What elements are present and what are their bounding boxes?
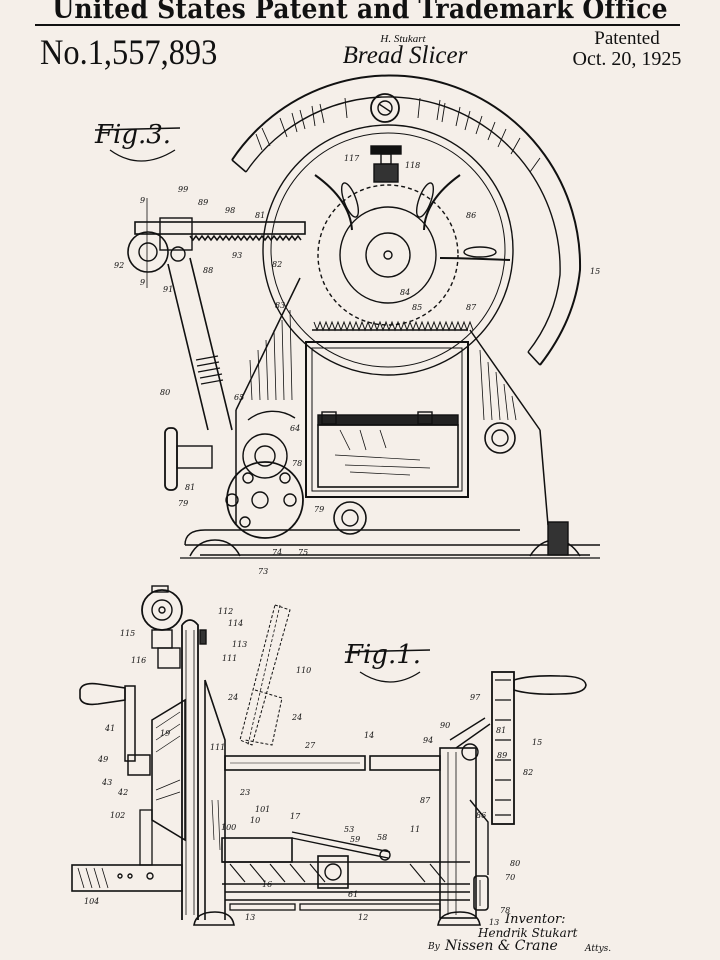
- svg-text:94: 94: [423, 736, 433, 745]
- svg-text:27: 27: [304, 741, 316, 750]
- svg-text:9: 9: [140, 278, 145, 287]
- svg-text:73: 73: [258, 567, 268, 576]
- svg-text:59: 59: [350, 835, 360, 844]
- inventor-signature: Hendrik Stukart: [478, 926, 578, 940]
- svg-text:15: 15: [532, 738, 542, 747]
- svg-text:99: 99: [178, 185, 188, 194]
- svg-text:11: 11: [410, 825, 420, 834]
- inventor-name: H. Stukart: [380, 33, 426, 45]
- svg-text:79: 79: [314, 505, 324, 514]
- office-title: United States Patent and Trademark Offic…: [52, 0, 668, 25]
- svg-text:13: 13: [245, 913, 255, 922]
- svg-text:88: 88: [203, 266, 213, 275]
- svg-text:91: 91: [163, 285, 173, 294]
- attorney-prefix: By: [428, 942, 440, 952]
- svg-text:16: 16: [262, 880, 272, 889]
- svg-text:82: 82: [523, 768, 533, 777]
- svg-text:89: 89: [497, 751, 507, 760]
- svg-text:113: 113: [232, 640, 247, 649]
- svg-text:110: 110: [296, 666, 311, 675]
- svg-text:15: 15: [590, 267, 600, 276]
- svg-text:75: 75: [298, 548, 308, 557]
- svg-text:9: 9: [140, 196, 145, 205]
- inventor-label: Inventor:: [505, 912, 566, 927]
- svg-text:14: 14: [364, 731, 374, 740]
- svg-text:81: 81: [185, 483, 195, 492]
- svg-text:89: 89: [198, 198, 208, 207]
- svg-text:112: 112: [218, 607, 233, 616]
- svg-text:70: 70: [505, 873, 515, 882]
- svg-text:23: 23: [239, 788, 250, 797]
- svg-text:61: 61: [348, 890, 358, 899]
- svg-text:86: 86: [466, 211, 476, 220]
- svg-text:86: 86: [476, 811, 486, 820]
- svg-text:101: 101: [255, 805, 270, 814]
- svg-text:97: 97: [470, 693, 481, 702]
- svg-text:79: 79: [178, 499, 188, 508]
- svg-text:12: 12: [358, 913, 368, 922]
- svg-text:78: 78: [292, 459, 302, 468]
- svg-text:84: 84: [400, 288, 410, 297]
- svg-text:65: 65: [234, 393, 244, 402]
- svg-text:102: 102: [110, 811, 125, 820]
- svg-text:82: 82: [272, 260, 282, 269]
- svg-text:117: 117: [344, 154, 360, 163]
- svg-text:74: 74: [272, 548, 282, 557]
- svg-text:81: 81: [496, 726, 506, 735]
- svg-text:17: 17: [290, 812, 301, 821]
- svg-text:87: 87: [466, 303, 477, 312]
- patent-number: No.1,557,893: [40, 32, 218, 72]
- svg-text:90: 90: [440, 721, 450, 730]
- svg-text:78: 78: [500, 906, 510, 915]
- svg-text:64: 64: [290, 424, 300, 433]
- svg-text:49: 49: [97, 755, 108, 764]
- svg-text:92: 92: [114, 261, 124, 270]
- svg-text:83: 83: [275, 301, 285, 310]
- svg-text:19: 19: [160, 729, 170, 738]
- svg-text:13: 13: [489, 918, 499, 927]
- attorneys-label: Attys.: [585, 944, 612, 954]
- fig3-label: Fig.3.: [95, 120, 172, 150]
- svg-text:118: 118: [405, 161, 420, 170]
- svg-text:111: 111: [222, 654, 237, 663]
- svg-text:80: 80: [160, 388, 170, 397]
- svg-text:10: 10: [250, 816, 260, 825]
- invention-title: Bread Slicer: [342, 42, 468, 69]
- title-underline: [35, 24, 680, 26]
- svg-text:80: 80: [510, 859, 520, 868]
- svg-text:87: 87: [420, 796, 431, 805]
- svg-text:116: 116: [131, 656, 146, 665]
- svg-text:93: 93: [232, 251, 242, 260]
- svg-text:43: 43: [101, 778, 112, 787]
- svg-text:100: 100: [221, 823, 236, 832]
- fig1-label: Fig.1.: [345, 640, 422, 670]
- patented-label: Patented: [594, 28, 660, 49]
- svg-text:111: 111: [210, 743, 225, 752]
- svg-text:81: 81: [255, 211, 265, 220]
- attorney-signature: Nissen & Crane: [445, 938, 558, 954]
- svg-text:24: 24: [291, 713, 302, 722]
- svg-text:42: 42: [117, 788, 128, 797]
- svg-text:53: 53: [344, 825, 354, 834]
- svg-text:98: 98: [225, 206, 235, 215]
- svg-text:41: 41: [104, 724, 115, 733]
- svg-text:114: 114: [228, 619, 243, 628]
- fig1-drawing: 112 114 115 113 116 111 110 24 24 41 19 111 27 14…: [71, 585, 587, 927]
- svg-text:85: 85: [412, 303, 422, 312]
- svg-text:104: 104: [84, 897, 99, 906]
- svg-text:58: 58: [377, 833, 387, 842]
- svg-text:115: 115: [120, 629, 135, 638]
- patented-date: Oct. 20, 1925: [572, 48, 682, 70]
- svg-text:24: 24: [227, 693, 238, 702]
